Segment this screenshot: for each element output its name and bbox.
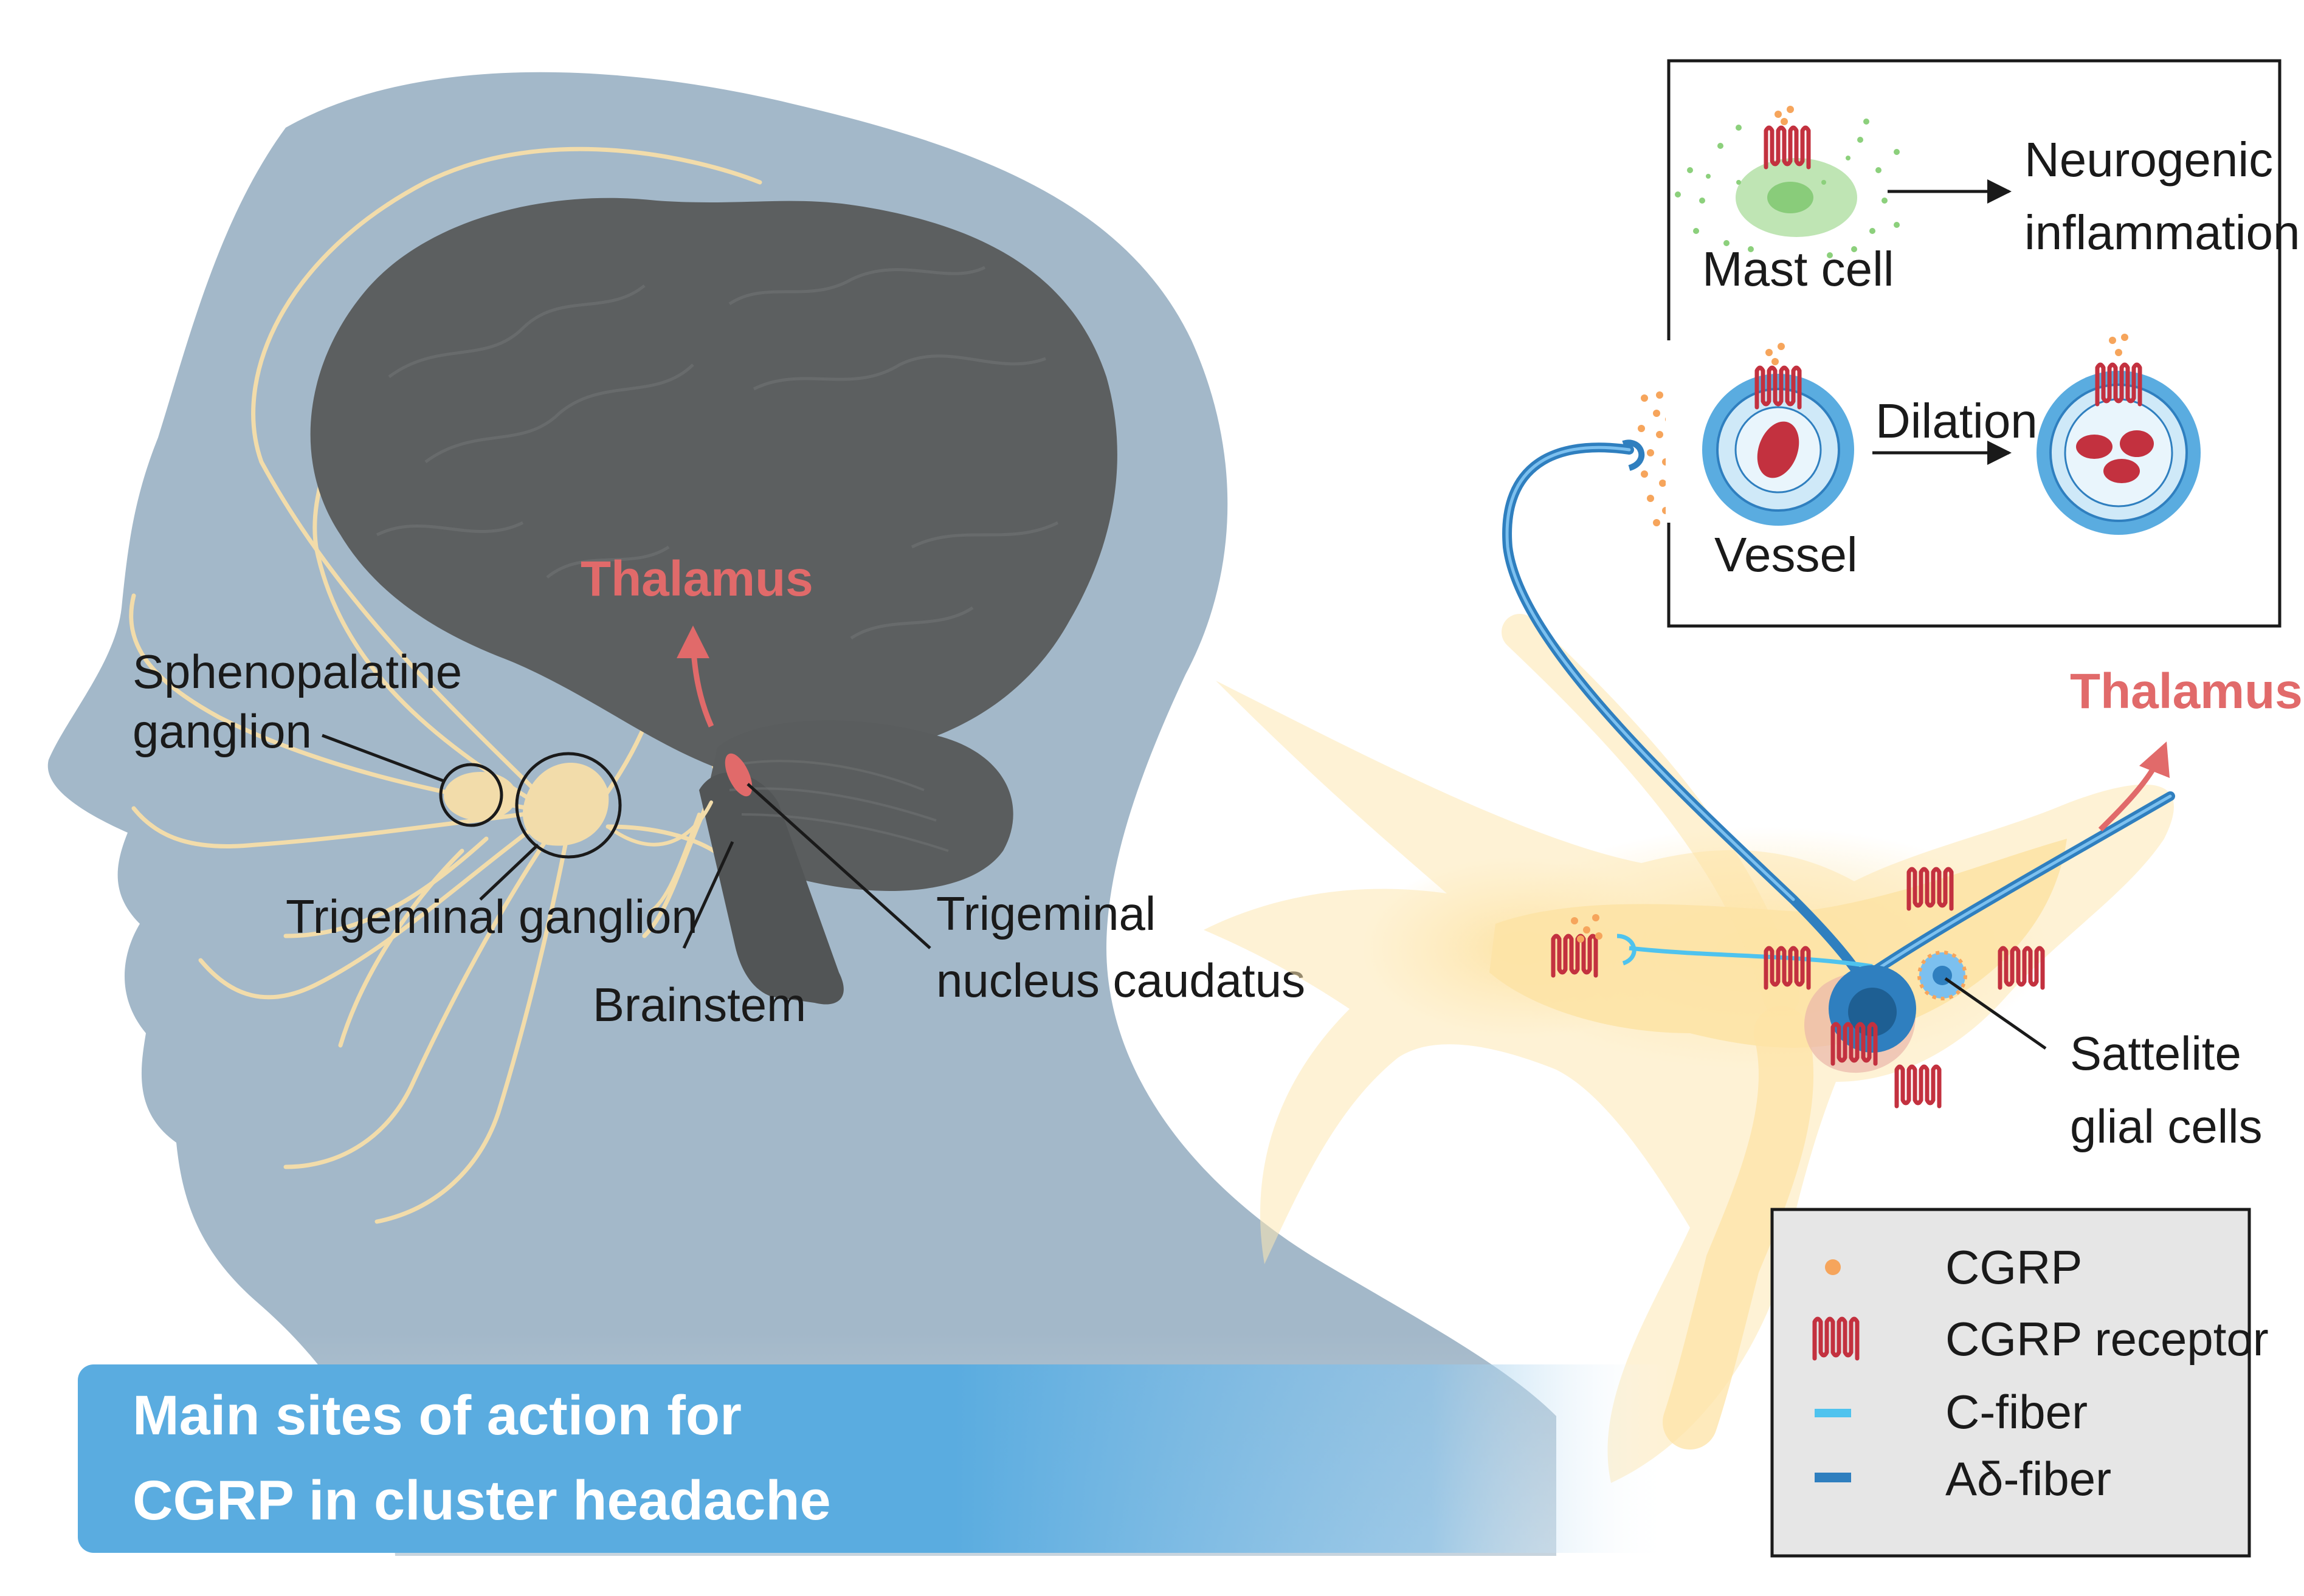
a-delta-fiber-line-icon <box>1815 1473 1851 1482</box>
trigeminal-ganglion-circle <box>515 752 622 859</box>
vessel-dilated <box>2037 334 2201 535</box>
dilation-label: Dilation <box>1875 394 2038 448</box>
legend-c-fiber: C-fiber <box>1945 1385 2088 1439</box>
mast-cell-label: Mast cell <box>1702 242 1894 296</box>
c-fiber-line-icon <box>1815 1409 1851 1417</box>
a-delta-terminal <box>1622 439 1645 471</box>
neurogenic-label-2: inflammation <box>2024 205 2300 260</box>
mast-cell <box>1675 106 1900 258</box>
tnc-label-2: nucleus caudatus <box>936 954 1305 1007</box>
cgrp-dots-terminal <box>1571 914 1602 943</box>
brain <box>310 198 1117 1005</box>
vessel-label: Vessel <box>1714 528 1858 582</box>
title-line-2: CGRP in cluster headache <box>133 1470 831 1532</box>
neurogenic-label-1: Neurogenic <box>2024 132 2273 187</box>
thalamus-arrow-icon <box>677 625 714 727</box>
a-delta-fiber <box>1502 442 2175 1002</box>
thalamus-label-ganglion: Thalamus <box>2070 664 2303 719</box>
brainstem-nerves <box>606 800 713 913</box>
satellite-label-2: glial cells <box>2070 1099 2262 1153</box>
legend-cgrp-receptor: CGRP receptor <box>1945 1312 2269 1366</box>
legend <box>1770 1208 2251 1558</box>
sphenopalatine-label-2: ganglion <box>133 704 312 758</box>
c-fiber <box>1629 946 1873 969</box>
thalamus-arrow-right-icon <box>2098 741 2170 832</box>
satellite-label-1: Sattelite <box>2070 1027 2241 1080</box>
ganglia <box>439 752 622 859</box>
title-line-1: Main sites of action for <box>133 1384 742 1446</box>
thalamus-label-head: Thalamus <box>581 551 813 607</box>
leader-lines <box>322 734 931 949</box>
sphenopalatine-circle <box>439 763 503 827</box>
sphenopalatine-label-1: Sphenopalatine <box>133 645 462 698</box>
satellite-leader <box>1944 977 2047 1050</box>
tnc-label-1: Trigeminal <box>936 887 1156 940</box>
c-fiber-terminal <box>1616 934 1637 966</box>
title-banner <box>78 1364 1671 1553</box>
legend-cgrp: CGRP <box>1945 1240 2082 1294</box>
cgrp-dot-icon <box>1825 1259 1841 1275</box>
trigeminal-ganglion-label: Trigeminal ganglion <box>286 890 698 943</box>
legend-a-delta-fiber: Aδ-fiber <box>1945 1452 2111 1505</box>
vessel-normal <box>1702 343 1854 526</box>
tnc-marker <box>725 753 753 797</box>
brainstem-label: Brainstem <box>593 978 806 1031</box>
